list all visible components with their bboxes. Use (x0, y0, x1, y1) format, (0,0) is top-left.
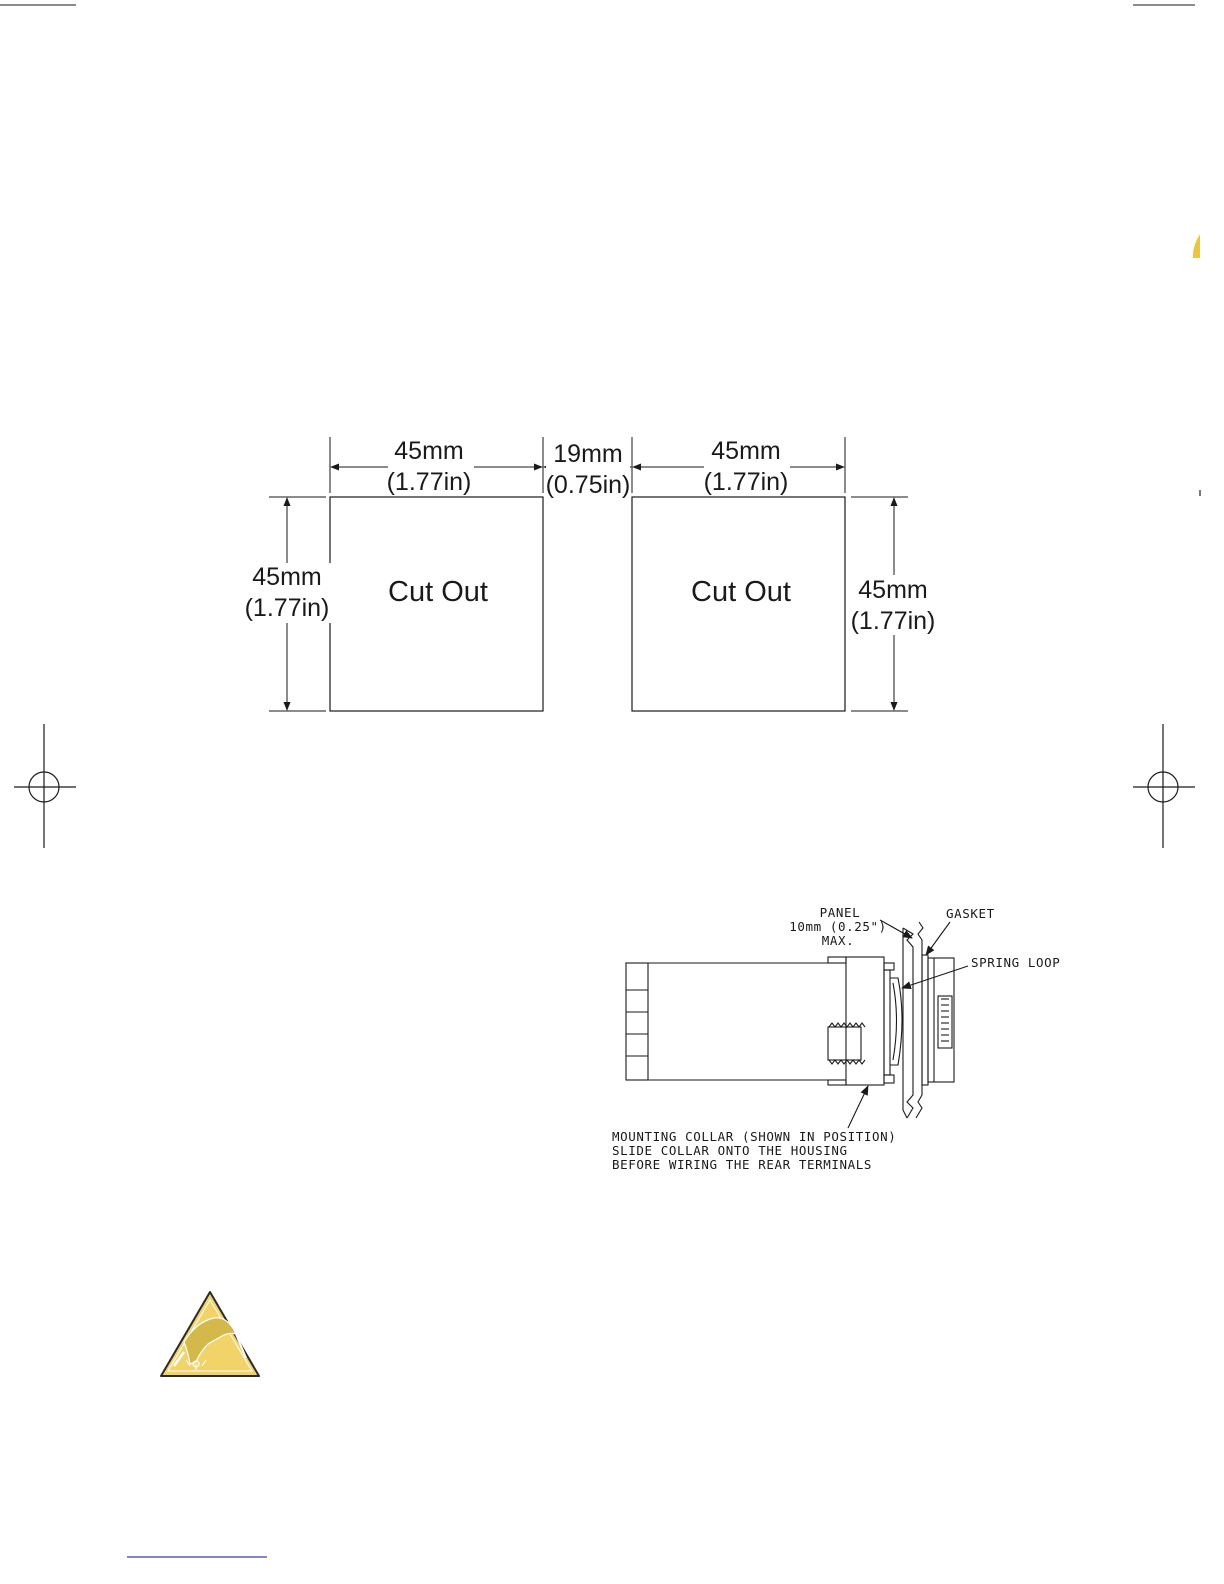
mounting-collar (846, 957, 884, 1085)
collar-note-line-2: SLIDE COLLAR ONTO THE HOUSING (612, 1143, 848, 1158)
mounting-labels: PANEL 10mm (0.25") MAX. GASKET SPRING LO… (612, 905, 1060, 1172)
mounting-diagram (626, 920, 968, 1128)
panel-label-line-3: MAX. (822, 933, 855, 948)
edge-mark-small (1199, 490, 1201, 496)
esd-warning-icon (161, 1292, 259, 1376)
panel (903, 928, 913, 1118)
top-left-width-in: (1.77in) (387, 468, 472, 496)
spring-loop-label: SPRING LOOP (971, 955, 1060, 970)
right-height-mm: 45mm (858, 576, 927, 604)
panel-label-line-1: PANEL (820, 905, 861, 920)
collar-leader (848, 1086, 868, 1128)
gasket-leader (926, 922, 950, 955)
registration-mark-icon (14, 724, 76, 848)
gasket-label: GASKET (946, 906, 995, 921)
right-height-in: (1.77in) (851, 607, 936, 635)
cutout-diagram: 45mm (1.77in) 19mm (0.75in) 45mm (1.77in… (243, 437, 938, 711)
panel-label-line-2: 10mm (0.25") (789, 919, 887, 934)
edge-mark-top-right (1193, 234, 1200, 258)
registration-mark-icon (1133, 724, 1195, 848)
front-bezel (928, 958, 954, 1082)
left-height-in: (1.77in) (245, 594, 330, 622)
top-right-width-mm: 45mm (711, 437, 780, 465)
gap-width-in: (0.75in) (546, 471, 631, 499)
right-cutout-label: Cut Out (691, 576, 791, 608)
collar-note-line-1: MOUNTING COLLAR (SHOWN IN POSITION) (612, 1129, 896, 1144)
top-right-width-in: (1.77in) (704, 468, 789, 496)
gap-width-mm: 19mm (553, 440, 622, 468)
collar-note-line-3: BEFORE WIRING THE REAR TERMINALS (612, 1157, 872, 1172)
top-left-width-mm: 45mm (394, 437, 463, 465)
collar-screw (828, 1027, 861, 1060)
left-cutout-label: Cut Out (388, 576, 488, 608)
front-display (938, 996, 952, 1048)
gasket (922, 955, 928, 1085)
rear-terminal-block (626, 963, 648, 1080)
left-height-mm: 45mm (252, 563, 321, 591)
